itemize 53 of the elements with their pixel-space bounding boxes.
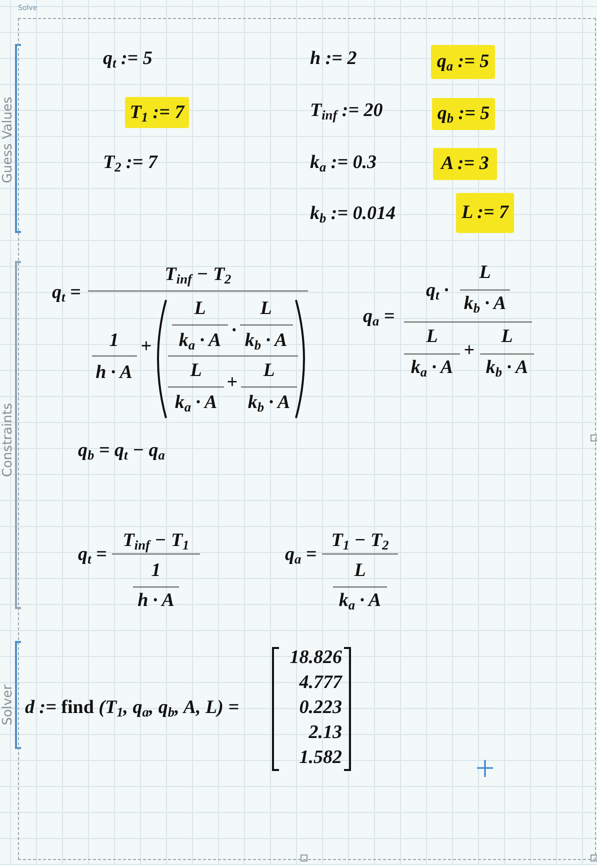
- math-term: k$_{a}$ · A: [178, 330, 222, 352]
- highlighted-expression: A := 3: [433, 148, 497, 180]
- math-term: L: [479, 262, 491, 284]
- highlighted-expression: L := 7: [456, 193, 514, 233]
- math-term: 1: [109, 330, 119, 352]
- math-term: q$_{t}$ ·: [426, 280, 449, 302]
- math-term: q$_{t}$ =: [78, 544, 107, 566]
- section-label: Solver: [0, 684, 16, 726]
- math-term: L: [260, 298, 272, 320]
- math-term: k$_{b}$ · A: [486, 357, 528, 379]
- operator: +: [464, 340, 474, 362]
- matrix-value: 18.826: [290, 647, 342, 669]
- math-term: T$_{inf}$ − T$_{1}$: [122, 530, 190, 552]
- math-term: L: [354, 560, 366, 582]
- highlighted-expression: q$_{a}$ := 5: [431, 45, 495, 79]
- math-term: k$_{b}$ · A: [248, 392, 290, 414]
- math-term: k$_{b}$ · A: [464, 293, 506, 315]
- math-term: k$_{b}$ · A: [244, 330, 288, 352]
- math-term: L: [194, 298, 206, 320]
- math-term: L: [426, 326, 438, 348]
- section-label: Constraints: [0, 402, 16, 478]
- operator: +: [140, 336, 152, 358]
- math-expression: T$_{2}$ := 7: [103, 152, 158, 174]
- math-expression: q$_{b}$ = q$_{t}$ − q$_{a}$: [78, 440, 165, 462]
- math-term: k$_{a}$ · A: [410, 357, 454, 379]
- math-term: T$_{1}$ − T$_{2}$: [331, 530, 389, 552]
- math-term: q$_{a}$ =: [285, 544, 317, 566]
- matrix-value: 0.223: [299, 697, 342, 719]
- math-term: 1: [151, 560, 161, 582]
- math-term: h · A: [138, 590, 174, 612]
- section-label: Guess Values: [0, 96, 16, 184]
- math-expression: q$_{t}$ := 5: [103, 48, 152, 70]
- math-term: L: [263, 360, 275, 382]
- highlighted-expression: q$_{b}$ := 5: [432, 98, 495, 130]
- matrix-value: 2.13: [308, 722, 342, 744]
- math-expression: T$_{inf}$ := 20: [310, 100, 383, 122]
- math-expression: k$_{b}$ := 0.014: [310, 203, 396, 225]
- highlighted-expression: T$_{1}$ := 7: [125, 97, 189, 128]
- math-term: q$_{a}$ =: [363, 306, 395, 328]
- operator: +: [226, 372, 238, 394]
- math-expression: d := find (T$_{1}$, q$_{a}$, q$_{b}$, A, L) =: [25, 697, 240, 719]
- math-term: k$_{a}$ · A: [174, 392, 218, 414]
- math-term: L: [501, 326, 513, 348]
- math-term: q$_{t}$ =: [52, 282, 81, 304]
- operator: ·: [232, 320, 236, 342]
- math-expression: k$_{a}$ := 0.3: [310, 152, 377, 174]
- math-term: T$_{inf}$ − T$_{2}$: [164, 264, 232, 286]
- math-term: L: [190, 360, 202, 382]
- math-term: h · A: [96, 362, 132, 384]
- math-term: k$_{a}$ · A: [338, 590, 382, 612]
- matrix-value: 1.582: [299, 747, 342, 769]
- math-expression: h := 2: [310, 48, 357, 70]
- matrix-value: 4.777: [299, 672, 342, 694]
